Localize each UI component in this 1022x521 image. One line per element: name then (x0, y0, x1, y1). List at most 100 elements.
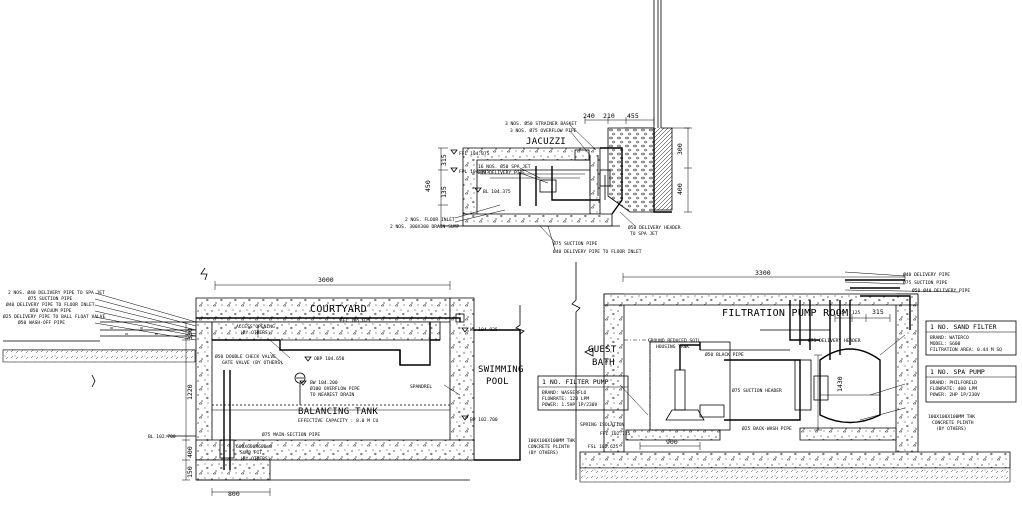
courtyard-sump-2: SUMP PIT (240, 450, 262, 456)
spa-pump-line-3: POWER: 2HP 1P/230V (930, 392, 980, 398)
jacuzzi-note-right-1: Ø50 DELIVERY HEADER (628, 224, 681, 231)
courtyard-dim-left-3: 400 (186, 446, 194, 458)
plinth-left-2: CONCRETE PLINTH (528, 444, 570, 450)
pool-level-1: WL 104.925 (470, 327, 498, 333)
jacuzzi-shell (462, 147, 601, 215)
courtyard-level-3: BL 102.700 (148, 434, 176, 440)
pump-room-title: FILTRATION PUMP ROOM (722, 308, 848, 319)
balancing-tank-capacity: EFFECTIVE CAPACITY : 8.0 M CU (298, 418, 378, 424)
guest-bath-label-1: GUEST (588, 345, 617, 355)
courtyard-dim-bottom: 800 (228, 490, 240, 498)
jacuzzi-dim-top-3: 455 (627, 112, 639, 120)
courtyard-dim-left-4: 150 (186, 466, 194, 478)
jacuzzi-texts: JACUZZI 240 210 455 450 315 135 300 400 … (390, 112, 684, 255)
plinth-right-1: 100X100X100MM THK (928, 414, 975, 420)
courtyard-dim-left-1: 330 (186, 328, 194, 340)
courtyard-level-1: OBP 104.650 (314, 356, 345, 362)
sand-filter-line-1: BRAND: WATERCO (930, 335, 969, 341)
courtyard-overflow-2: TO NEAREST DRAIN (310, 392, 354, 398)
jacuzzi-dim-left-1: 450 (424, 180, 432, 192)
sand-filter-box (925, 320, 1017, 356)
courtyard-note-left-6: Ø50 WASH-OFF PIPE (18, 319, 65, 326)
spa-pump-line-2: FLOWRATE: 400 LPM (930, 386, 977, 392)
pump-room-dim-width: 3300 (755, 269, 771, 277)
jacuzzi-dim-right-1: 300 (676, 143, 684, 155)
spa-pump-line-1: BRAND: PHILFORELD (930, 380, 977, 386)
jacuzzi-title: JACUZZI (526, 137, 566, 147)
courtyard-sump-3: (BY OTHERS) (240, 456, 270, 462)
plinth-left-1: 100X100X100MM THK (528, 438, 575, 444)
pump-room-note-tr-2: Ø75 SUCTION PIPE (903, 279, 947, 286)
sand-filter-line-3: FILTRATION AREA: 0.44 M SQ (930, 347, 1002, 353)
courtyard-level-2: BW 104.200 (310, 380, 338, 386)
courtyard-note-left-2: Ø75 SUCTION PIPE (28, 295, 72, 302)
pump-room-dim-height: 1430 (836, 376, 844, 392)
jacuzzi-section (438, 0, 692, 251)
jacuzzi-dim-right-2: 400 (676, 183, 684, 195)
pump-room-dim-top-1: 125 (836, 310, 845, 316)
plinth-right-3: (BY OTHERS) (936, 426, 966, 432)
courtyard-sump-1: 600X600X600mm (236, 444, 272, 450)
pump-room-dim-top-2: 125 (852, 310, 861, 316)
filter-pump-line-3: POWER: 1.5HP 1P/230V (542, 402, 598, 408)
pipe-note-2: Ø75 DELIVERY HEADER (808, 337, 861, 344)
pipe-note-4: Ø25 BACK-WASH PIPE (742, 425, 792, 432)
jacuzzi-note-bottom-2: 2 NOS. 300X300 DRAIN SUMP (390, 224, 459, 230)
filter-pump-box (537, 375, 629, 411)
jacuzzi-dim-top-2: 210 (603, 112, 615, 120)
pipe-note-3: Ø75 SUCTION HEADER (732, 387, 782, 394)
courtyard-valve-1: Ø50 DOUBLE CHECK VALVE (215, 353, 276, 360)
filter-pump-title: 1 NO. FILTER PUMP (542, 378, 609, 386)
jacuzzi-dim-left-2: 315 (440, 154, 448, 166)
courtyard-note-left-5: Ø25 DELIVERY PIPE TO BALL FLOAT VALVE (3, 313, 106, 320)
jacuzzi-note-right-2: TO SPA JET (630, 231, 658, 237)
plinth-right-2: CONCRETE PLINTH (932, 420, 974, 426)
swimming-pool-label-2: POOL (486, 377, 509, 387)
courtyard-note-left-3: Ø40 DELIVERY PIPE TO FLOOR INLET (6, 301, 95, 308)
courtyard-overflow-1: Ø100 OVERFLOW PIPE (310, 385, 360, 392)
courtyard-dim-left-2: 1220 (186, 384, 194, 400)
jacuzzi-dim-top-1: 240 (583, 112, 595, 120)
courtyard-level-top: FFL 105.025 (340, 318, 371, 324)
sand-filter-title: 1 NO. SAND FILTER (930, 323, 997, 331)
jacuzzi-note-top-1: 3 NOS. Ø50 STRAINER BASKET (505, 120, 577, 127)
courtyard-section (2, 267, 525, 496)
filter-pump-line-2: FLOWRATE: 120 LPM (542, 396, 589, 402)
floor-level-2: FSL 102.625 (588, 444, 619, 450)
pipe-note-1: Ø50 BLACK PIPE (705, 351, 744, 358)
courtyard-title: COURTYARD (310, 304, 367, 315)
pump-room-dim-base: 900 (666, 438, 678, 446)
pump-room-info-boxes (537, 320, 1017, 411)
jacuzzi-note-left-2: Ø40 DELIVERY PIPE (478, 169, 525, 176)
pool-level-2: BP 102.700 (470, 417, 498, 423)
jacuzzi-note-bottom-3: Ø75 SUCTION PIPE (553, 240, 597, 247)
guest-bath-label-2: BATH (592, 358, 615, 368)
pump-room-note-tr-1: Ø40 DELIVERY PIPE (903, 271, 950, 278)
jacuzzi-note-left-1: 16 NOS. Ø50 SPA JET (478, 163, 531, 170)
courtyard-valve-2: GATE VALVE (BY OTHERS) (222, 360, 283, 366)
courtyard-texts: 3000 COURTYARD FFL 105.025 800 330 1220 … (3, 276, 524, 498)
pump-room-texts: 3300 FILTRATION PUMP ROOM 125 125 315 14… (528, 269, 1002, 456)
swimming-pool-label-1: SWIMMING (478, 365, 524, 375)
spa-pump-title: 1 NO. SPA PUMP (930, 368, 985, 376)
jacuzzi-level-3: BL 104.375 (483, 189, 511, 195)
filter-pump-line-1: BRAND: WASSERFLO (542, 390, 586, 396)
sand-filter-line-2: MODEL: S600 (930, 341, 961, 347)
jacuzzi-note-bottom-1: 2 NOS. FLOOR INLET (405, 217, 455, 223)
jacuzzi-dim-left-3: 135 (440, 186, 448, 198)
housing-tank-2: HOUSING TANK (656, 344, 689, 350)
pump-room-note-tr-3: Ø50 Ø40 DELIVERY PIPE (912, 287, 970, 294)
spa-pump-box (925, 365, 1017, 403)
courtyard-note-left-1: 2 NOS. Ø40 DELIVERY PIPE TO SPA JET (8, 289, 105, 296)
courtyard-note-left-4: Ø50 VACUUM PIPE (30, 307, 72, 314)
sand-filter-tank (819, 348, 881, 424)
courtyard-access-2: (BY OTHERS) (240, 330, 270, 336)
balancing-tank-title: BALANCING TANK (298, 407, 378, 417)
courtyard-spandrel: SPANDREL (410, 384, 432, 390)
jacuzzi-note-bottom-4: Ø40 DELIVERY PIPE TO FLOOR INLET (553, 248, 642, 255)
spring-isolation-note: SPRING ISOLATION (580, 422, 624, 428)
courtyard-suction-note: Ø75 MAIN-SECTION PIPE (262, 431, 320, 438)
pump-room-section (571, 262, 1011, 483)
housing-tank-1: GROUND REDUCED SOIL (648, 338, 701, 344)
